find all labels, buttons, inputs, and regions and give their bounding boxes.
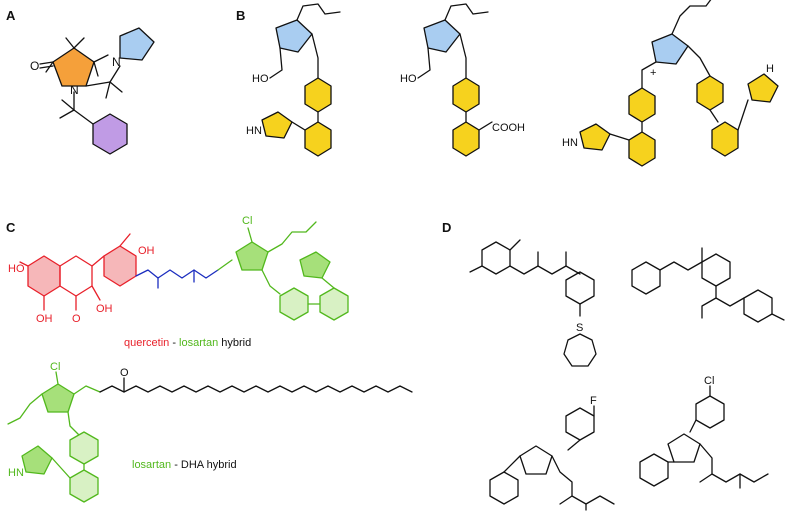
panel-c-losartan-dha: [7, 371, 413, 503]
losartan-phenyl-c1-a: [279, 287, 309, 321]
atom-oh-c1-5: OH: [36, 313, 53, 325]
panel-b-structure-2: [417, 3, 493, 157]
panel-c-quercetin-losartan: [19, 221, 349, 321]
pyrazole-d4: [667, 433, 701, 463]
losartan-tetrazole-c2: [21, 445, 53, 475]
hybrid-2-sep: -: [171, 459, 181, 471]
xylyl-ring: [481, 241, 511, 275]
atom-n-a-imid: N: [112, 55, 121, 69]
atom-h-b3: H: [766, 63, 774, 75]
atom-f-d3: F: [590, 395, 597, 407]
hybrid-1-caption: quercetin - losartan hybrid: [124, 337, 251, 349]
panel-label-a: A: [6, 8, 16, 23]
losartan-phenyl-c1-b: [319, 287, 349, 321]
panel-label-c: C: [6, 220, 16, 235]
atom-oh-c1: OH: [138, 245, 155, 257]
panel-b-structure-1: [261, 3, 341, 157]
losartan-phenyl-c2-a: [69, 431, 99, 465]
quercetin-ring-c: [59, 255, 93, 297]
benzoyl-ring: [565, 271, 595, 305]
hybrid-1-quercetin: quercetin: [124, 337, 169, 349]
panel-label-d: D: [442, 220, 451, 235]
pyridine-ring: [631, 261, 661, 295]
phenyl-b2-top: [452, 77, 480, 113]
atom-ho-b1: HO: [252, 73, 269, 85]
atom-n-a: N: [70, 83, 79, 97]
phenyl-d3: [489, 471, 519, 505]
losartan-tetrazole-c1: [299, 251, 331, 279]
imidazole-ring-b1: [275, 19, 313, 53]
phenyl-d2: [701, 253, 731, 287]
atom-hn-b3: HN: [562, 137, 578, 149]
panel-d-structure-1: [469, 239, 597, 367]
tolyl-ring: [743, 289, 773, 323]
pyrrolidinone-ring: [52, 47, 95, 87]
imidazolium-ring: [651, 33, 689, 65]
atom-hn-b1: HN: [246, 125, 262, 137]
phenyl-b3-right-top: [696, 75, 724, 111]
imidazole-ring-b2: [423, 19, 461, 53]
tetrazole-b3-left: [579, 123, 611, 151]
atom-cl-d4: Cl: [704, 375, 714, 387]
atom-ho-c1: HO: [8, 263, 25, 275]
atom-oh-c1-3: OH: [96, 303, 113, 315]
phenyl-b3-left-top: [628, 87, 656, 123]
atom-o-a: O: [30, 59, 39, 73]
atom-s-d1: S: [576, 322, 583, 334]
panel-a-structure: [39, 27, 155, 155]
atom-cl-c1: Cl: [242, 215, 252, 227]
phenyl-b1-bottom: [304, 121, 332, 157]
hybrid-1-sep: -: [169, 337, 179, 349]
tetrazole-b1: [261, 111, 293, 139]
hybrid-1-losartan: losartan: [179, 337, 218, 349]
losartan-imidazole-c2: [41, 383, 75, 413]
hybrid-2-dha: DHA hybrid: [181, 459, 237, 471]
atom-o-c2: O: [120, 367, 129, 379]
tetrazole-b3-right: [747, 73, 779, 103]
phenyl-b3-left-bottom: [628, 131, 656, 167]
phenyl-b3-right-bottom: [711, 121, 739, 157]
panel-d-structure-4: [639, 385, 769, 489]
atom-cl-c2: Cl: [50, 361, 60, 373]
quercetin-ring-a: [27, 255, 61, 297]
panel-d-structure-2: [631, 247, 785, 323]
phenyl-d4: [639, 453, 669, 487]
dha-chain: [99, 385, 413, 393]
panel-label-b: B: [236, 8, 245, 23]
atom-plus-b3: +: [650, 67, 656, 79]
phenyl-b2-bottom: [452, 121, 480, 157]
phenyl-ring-a: [92, 113, 128, 155]
hybrid-2-losartan: losartan: [132, 459, 171, 471]
fluorophenyl-ring: [565, 407, 595, 441]
atom-hn-c2: HN: [8, 467, 24, 479]
atom-ho-b2: HO: [400, 73, 417, 85]
phenyl-b1-top: [304, 77, 332, 113]
atom-o-c1: O: [72, 313, 81, 325]
atom-cooh-b2: COOH: [492, 122, 525, 134]
chlorophenyl-ring: [695, 395, 725, 429]
losartan-phenyl-c2-b: [69, 469, 99, 503]
azepane-ring: [563, 333, 597, 367]
quercetin-ring-b: [103, 245, 137, 287]
losartan-imidazole-c1: [235, 241, 269, 271]
hybrid-1-suffix: hybrid: [218, 337, 251, 349]
panel-b-structure-3: [579, 0, 779, 167]
hybrid-2-caption: losartan - DHA hybrid: [132, 459, 237, 471]
panel-d-structure-3: [489, 405, 615, 511]
imidazole-d3: [519, 445, 553, 475]
imidazole-ring-a: [119, 27, 155, 61]
